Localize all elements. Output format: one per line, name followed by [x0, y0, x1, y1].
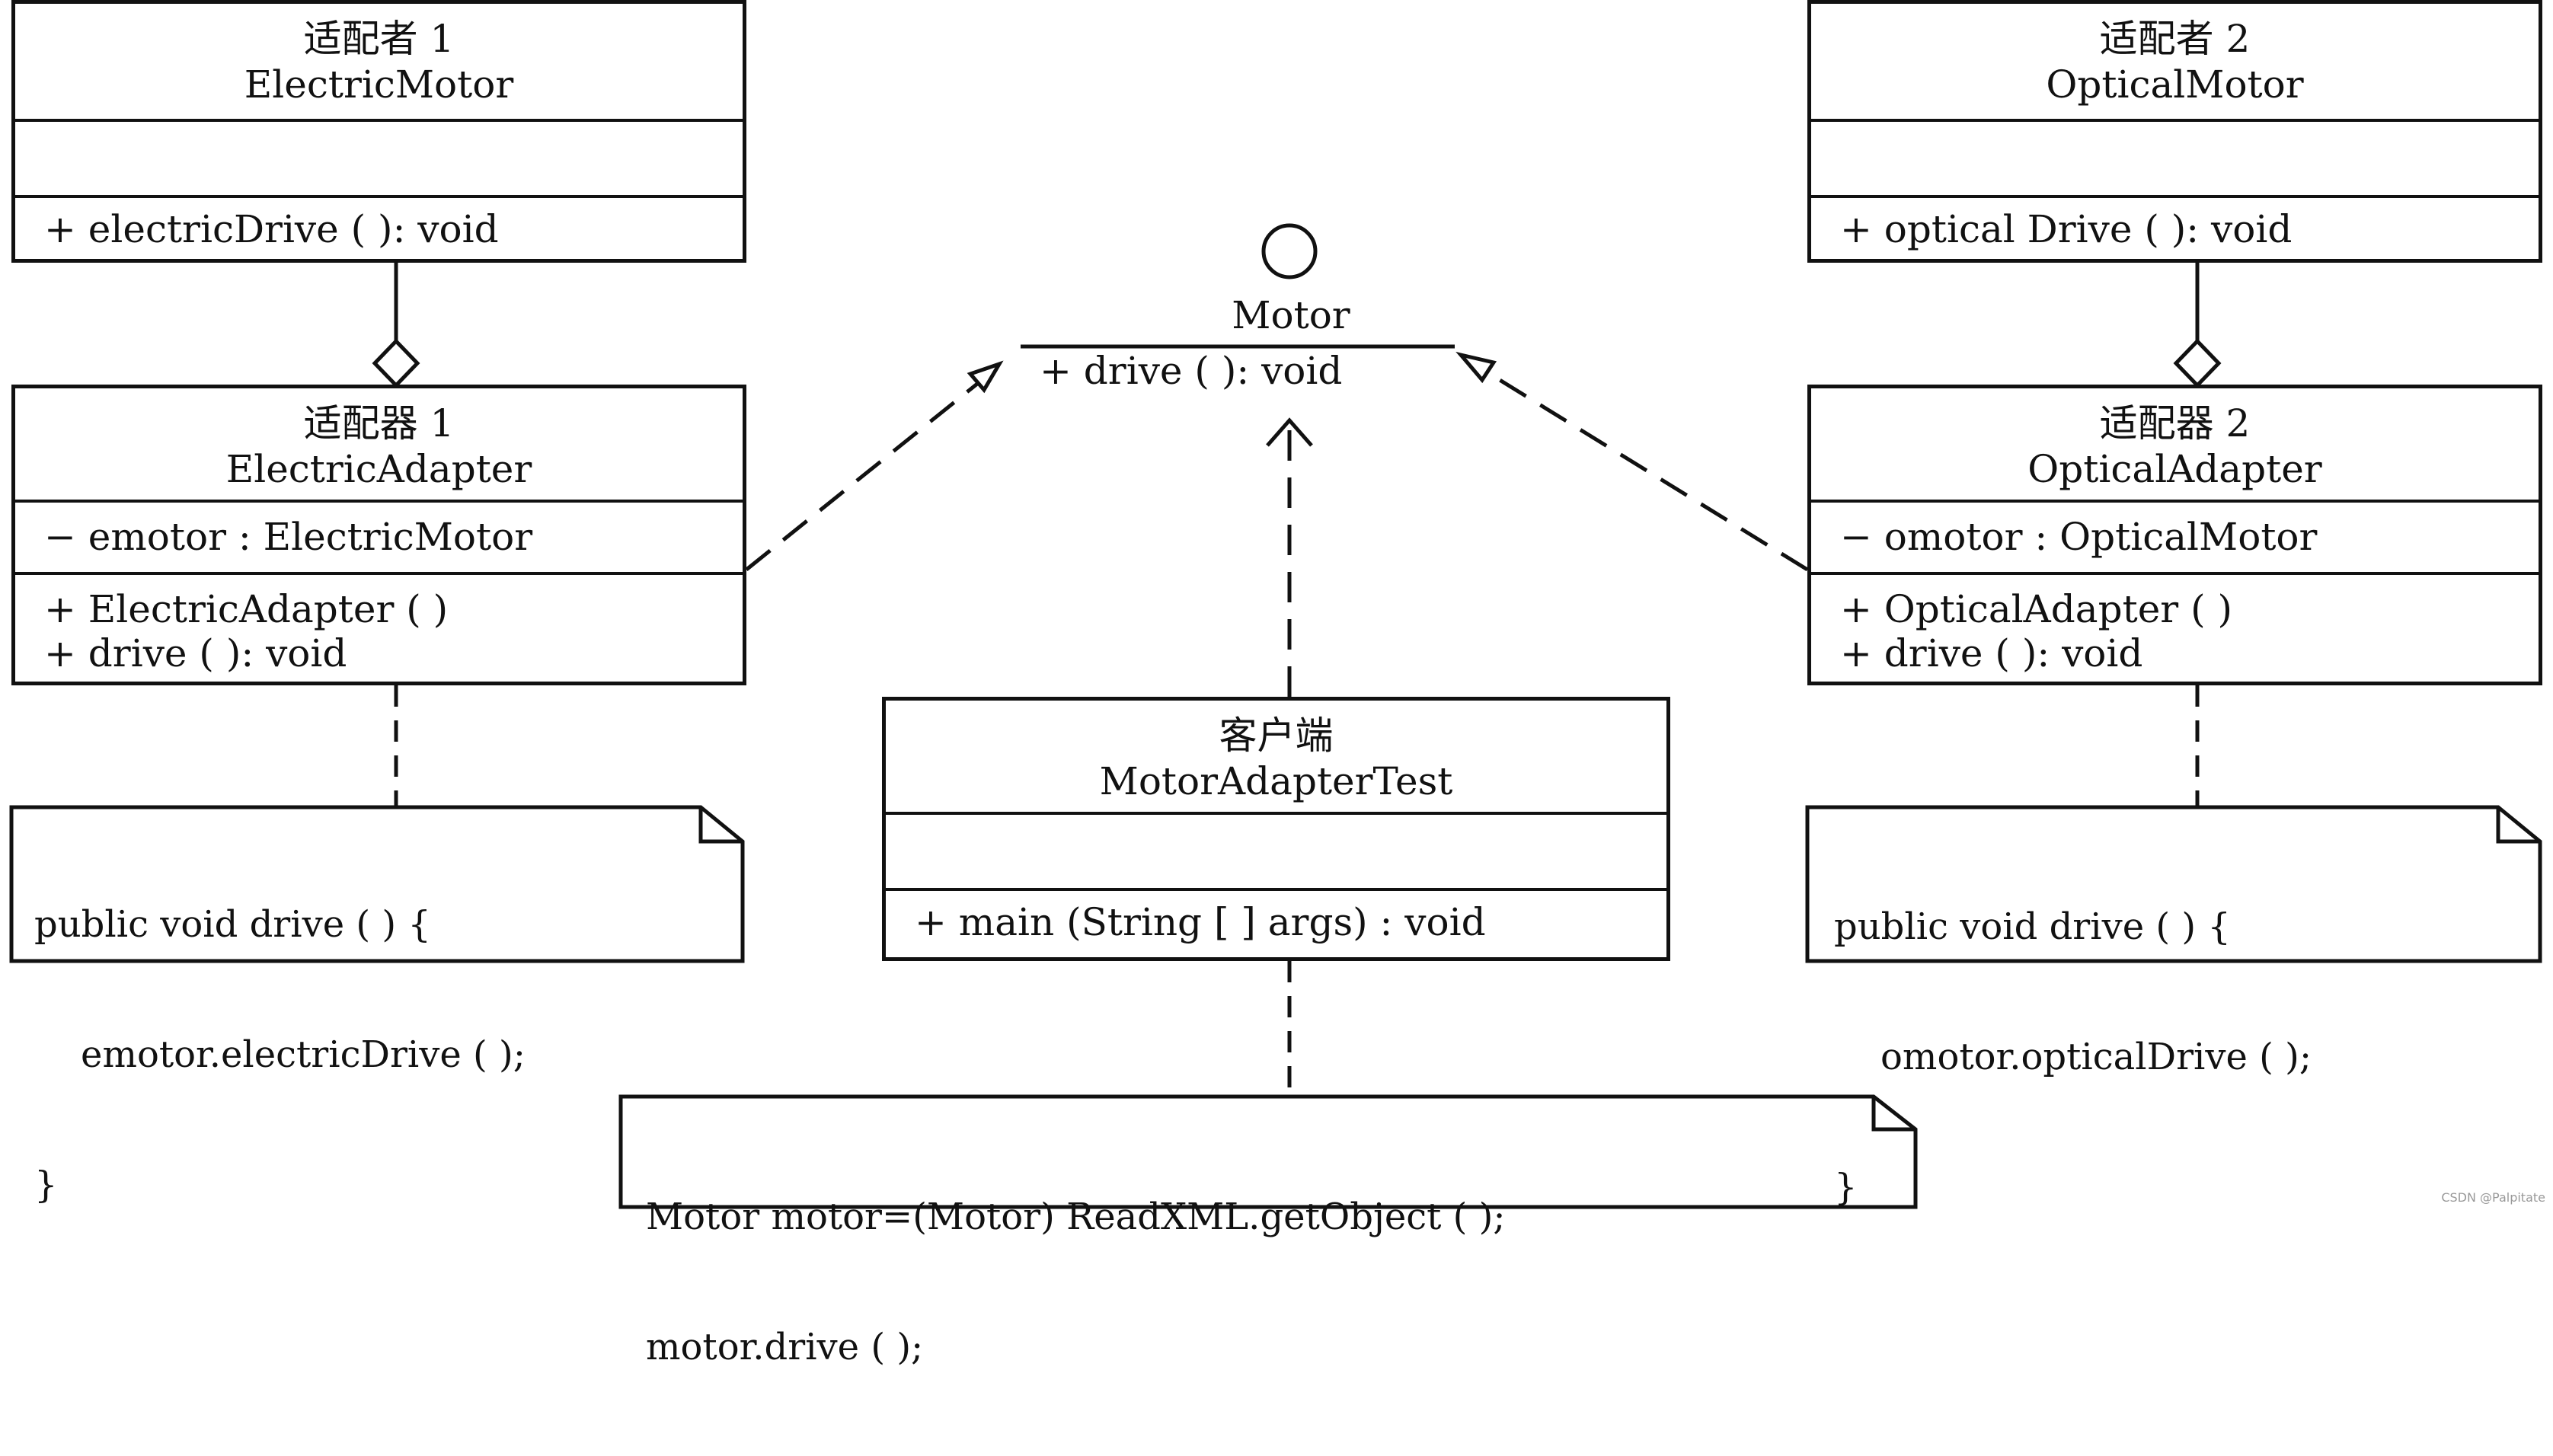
class-operations: + ElectricAdapter ( ) + drive ( ): void — [15, 575, 743, 675]
operation: + OpticalAdapter ( ) — [1840, 587, 2232, 631]
class-operations: + OpticalAdapter ( ) + drive ( ): void — [1811, 575, 2539, 675]
class-optical-adapter: 适配器 2 OpticalAdapter − omotor : OpticalM… — [1807, 385, 2542, 685]
class-stereotype: 适配者 1 — [303, 17, 455, 61]
class-operations: + main (String [ ] args) : void — [886, 891, 1666, 944]
note-client-main: Motor motor=(Motor) ReadXML.getObject ( … — [646, 1109, 1506, 1456]
note-line: omotor.opticalDrive ( ); — [1834, 1036, 2312, 1078]
realization-line-1 — [745, 373, 990, 571]
interface-lollipop-icon — [1261, 223, 1318, 279]
note-line: Motor motor=(Motor) ReadXML.getObject ( … — [646, 1196, 1506, 1238]
note-line: public void drive ( ) { — [34, 903, 431, 946]
class-stereotype: 客户端 — [1219, 714, 1334, 758]
class-motor-adapter-test: 客户端 MotorAdapterTest + main (String [ ] … — [882, 697, 1670, 961]
operation: + drive ( ): void — [44, 631, 347, 675]
note-2-shape — [1805, 805, 2542, 963]
note-line: emotor.electricDrive ( ); — [34, 1033, 526, 1076]
note-line: motor.drive ( ); — [646, 1326, 924, 1368]
class-header: 适配器 2 OpticalAdapter — [1811, 388, 2539, 503]
attribute: − emotor : ElectricMotor — [44, 515, 533, 559]
interface-operation: + drive ( ): void — [1040, 349, 1343, 393]
class-name: MotorAdapterTest — [1099, 759, 1453, 803]
connectors — [9, 223, 2542, 1209]
class-header: 适配器 1 ElectricAdapter — [15, 388, 743, 503]
class-electric-adapter: 适配器 1 ElectricAdapter − emotor : Electri… — [11, 385, 746, 685]
operation: + optical Drive ( ): void — [1840, 207, 2293, 251]
uml-class-diagram: 适配者 1 ElectricMotor + electricDrive ( ):… — [9, 0, 2545, 1368]
class-name: ElectricAdapter — [225, 447, 532, 491]
class-name: OpticalMotor — [2046, 62, 2304, 107]
class-attributes — [886, 815, 1666, 891]
note-line: public void drive ( ) { — [1834, 905, 2231, 948]
class-name: OpticalAdapter — [2027, 447, 2322, 491]
class-header: 适配者 1 ElectricMotor — [15, 4, 743, 122]
operation: + electricDrive ( ): void — [44, 207, 499, 251]
operation: + drive ( ): void — [1840, 631, 2143, 675]
class-name: ElectricMotor — [244, 62, 514, 107]
note-line: } — [1834, 1166, 1858, 1209]
note-optical-drive: public void drive ( ) { omotor.opticalDr… — [1834, 819, 2312, 1296]
watermark: CSDN @Palpitate — [2441, 1190, 2545, 1205]
note-1-shape — [9, 805, 745, 963]
realization-arrowhead-1-icon — [967, 360, 1004, 394]
class-attributes: − omotor : OpticalMotor — [1811, 503, 2539, 575]
note-line: } — [34, 1164, 58, 1206]
class-attributes: − emotor : ElectricMotor — [15, 503, 743, 575]
note-electric-drive: public void drive ( ) { emotor.electricD… — [34, 816, 526, 1294]
interface-name: Motor — [1232, 293, 1350, 337]
aggregation-diamond-1-icon — [372, 338, 420, 388]
class-header: 适配者 2 OpticalMotor — [1811, 4, 2539, 122]
class-attributes — [15, 122, 743, 198]
class-operations: + electricDrive ( ): void — [15, 198, 743, 251]
operation: + ElectricAdapter ( ) — [44, 587, 449, 631]
dependency-arrowhead-icon — [1266, 417, 1313, 447]
class-optical-motor: 适配者 2 OpticalMotor + optical Drive ( ): … — [1807, 0, 2542, 263]
class-stereotype: 适配者 2 — [2099, 17, 2251, 61]
realization-line-2 — [1482, 368, 1809, 572]
operation: + main (String [ ] args) : void — [915, 900, 1486, 944]
realization-arrowhead-2-icon — [1455, 351, 1497, 384]
class-electric-motor: 适配者 1 ElectricMotor + electricDrive ( ):… — [11, 0, 746, 263]
class-operations: + optical Drive ( ): void — [1811, 198, 2539, 251]
aggregation-diamond-2-icon — [2173, 338, 2222, 388]
class-attributes — [1811, 122, 2539, 198]
note-3-shape — [618, 1094, 1918, 1209]
class-stereotype: 适配器 2 — [2099, 401, 2251, 445]
class-header: 客户端 MotorAdapterTest — [886, 701, 1666, 815]
attribute: − omotor : OpticalMotor — [1840, 515, 2318, 559]
class-stereotype: 适配器 1 — [303, 401, 455, 445]
